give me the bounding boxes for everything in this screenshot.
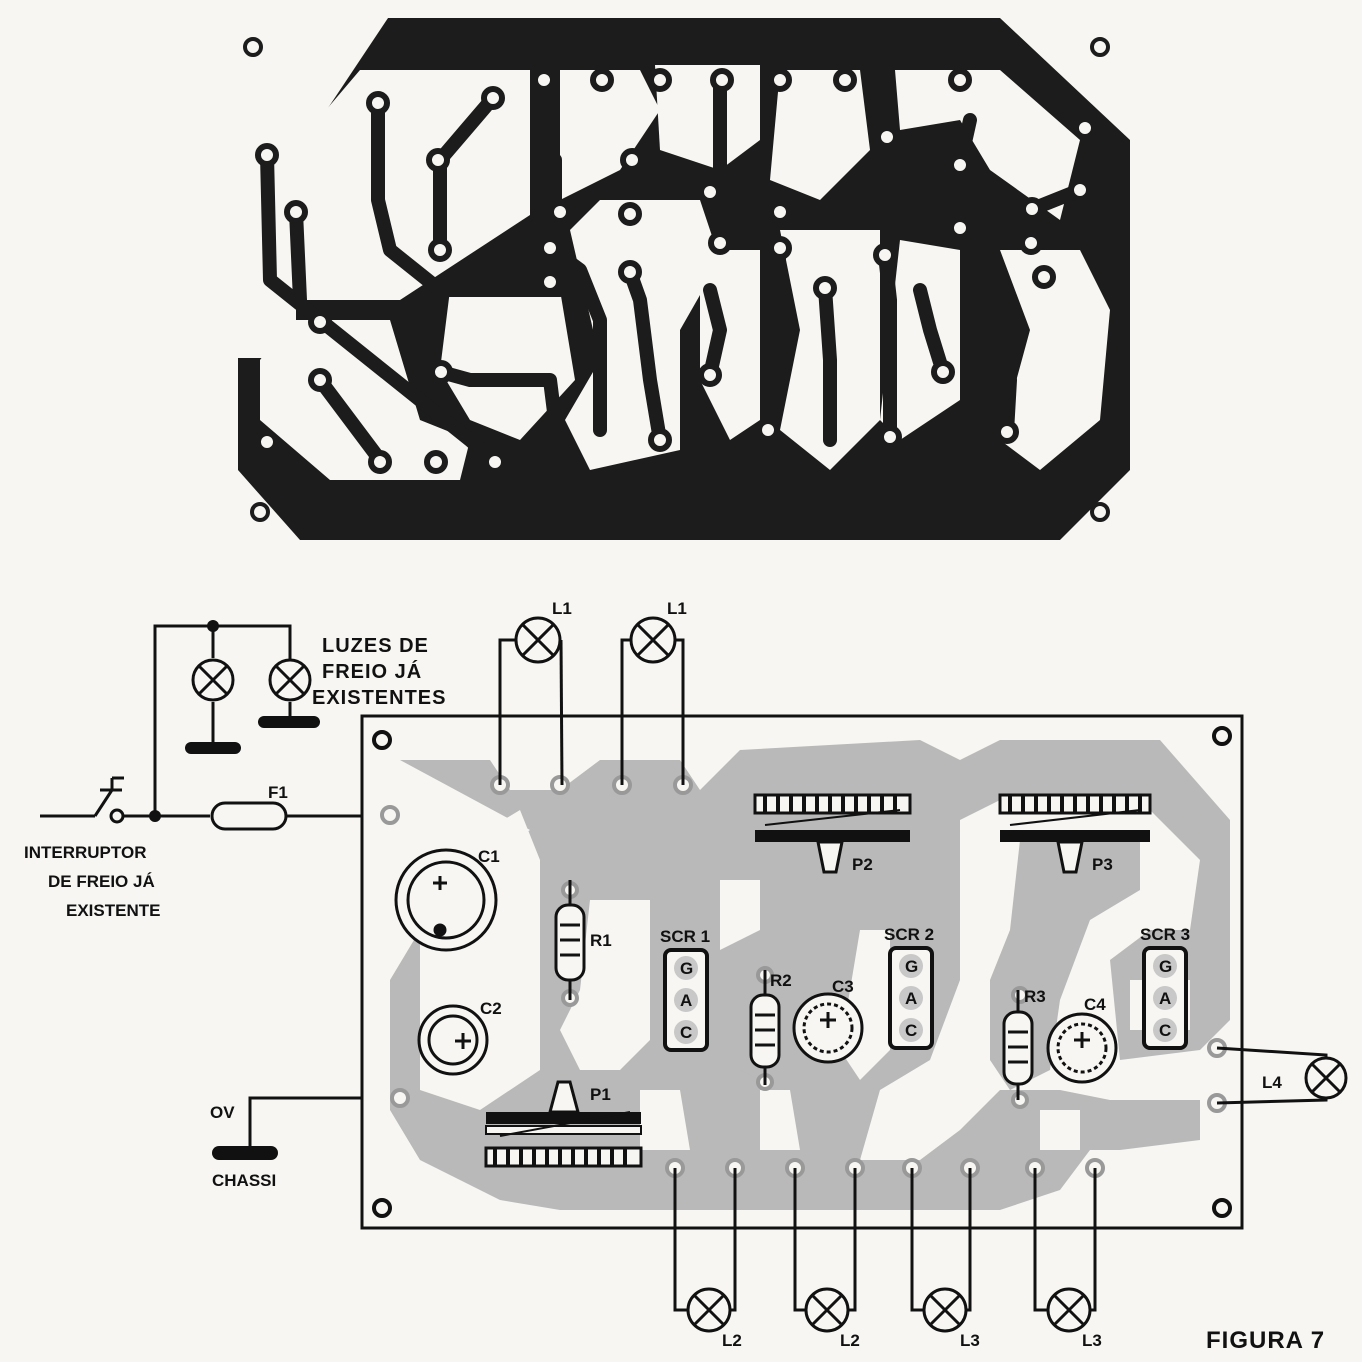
lamp-l4-label: L4	[1262, 1073, 1282, 1092]
scr2-pin-g: G	[905, 957, 918, 976]
lamp-l2-a-label: L2	[722, 1331, 742, 1350]
existing-brake-lamp-1	[191, 658, 235, 702]
resistor-r1	[554, 880, 586, 1000]
capacitor-c3	[792, 992, 864, 1064]
lights-label-line1: LUZES DE	[322, 635, 429, 657]
pcb-pads	[255, 68, 1097, 474]
trimmer-p1	[484, 1080, 643, 1168]
scr2-body	[888, 946, 934, 1050]
scr2-pin-c: C	[905, 1021, 917, 1040]
pcb-copper-layout	[238, 18, 1130, 540]
r1-label: R1	[590, 931, 612, 950]
resistor-r2	[749, 970, 781, 1085]
capacitor-c2	[417, 1004, 489, 1076]
lamp-l2-b-label: L2	[840, 1331, 860, 1350]
fuse-label: F1	[268, 783, 288, 802]
p2-label: P2	[852, 855, 873, 874]
lamp-l3-b	[1046, 1287, 1092, 1333]
c2-label: C2	[480, 999, 502, 1018]
r3-label: R3	[1024, 987, 1046, 1006]
scr1-pin-g: G	[680, 959, 693, 978]
trimmer-p2	[753, 793, 912, 874]
existing-brake-lamp-2	[268, 658, 312, 702]
switch-label-line3: EXISTENTE	[66, 901, 160, 920]
lamp-l1-a	[514, 616, 562, 664]
lamp-wiring	[498, 638, 1328, 1312]
lamp-l3-a-label: L3	[960, 1331, 980, 1350]
lights-label-line2: FREIO JÁ	[322, 660, 422, 683]
capacitor-c1	[394, 848, 498, 952]
switch-label-line1: INTERRUPTOR	[24, 843, 146, 862]
lamp-l1-b	[629, 616, 677, 664]
labels: LUZES DE FREIO JÁ EXISTENTES INTERRUPTOR…	[24, 599, 1325, 1354]
lamp-l1-b-label: L1	[667, 599, 687, 618]
scr3-pin-g: G	[1159, 957, 1172, 976]
ground-chassis-label: CHASSI	[212, 1171, 276, 1190]
lights-label-line3: EXISTENTES	[312, 687, 446, 709]
trimmer-p3	[998, 793, 1152, 874]
lamp-l2-b	[804, 1287, 850, 1333]
figure-label: FIGURA 7	[1206, 1327, 1325, 1354]
switch-label-line2: DE FREIO JÁ	[48, 872, 155, 891]
scr2-pin-a: A	[905, 989, 917, 1008]
scr1-pin-a: A	[680, 991, 692, 1010]
scr2-label: SCR 2	[884, 925, 934, 944]
p1-label: P1	[590, 1085, 611, 1104]
scr1-label: SCR 1	[660, 927, 710, 946]
lamp-l3-a	[922, 1287, 968, 1333]
c1-label: C1	[478, 847, 500, 866]
capacitor-c4	[1046, 1012, 1118, 1084]
ground-ov-label: OV	[210, 1103, 235, 1122]
scr3-pin-a: A	[1159, 989, 1171, 1008]
c3-label: C3	[832, 977, 854, 996]
fuse-f1	[210, 801, 288, 831]
c4-label: C4	[1084, 995, 1106, 1014]
lamp-l3-b-label: L3	[1082, 1331, 1102, 1350]
scr1-pin-c: C	[680, 1023, 692, 1042]
lamp-l4	[1304, 1056, 1348, 1100]
scr3-label: SCR 3	[1140, 925, 1190, 944]
lamp-l2-a	[686, 1287, 732, 1333]
scr3-body	[1142, 946, 1188, 1050]
resistor-r3	[1002, 990, 1034, 1100]
component-board	[360, 714, 1244, 1230]
switch-contacts	[109, 808, 125, 824]
ground-connection	[212, 1096, 390, 1160]
p3-label: P3	[1092, 855, 1113, 874]
scr1-body	[663, 948, 709, 1052]
r2-label: R2	[770, 971, 792, 990]
scr3-pin-c: C	[1159, 1021, 1171, 1040]
lamp-l1-a-label: L1	[552, 599, 572, 618]
